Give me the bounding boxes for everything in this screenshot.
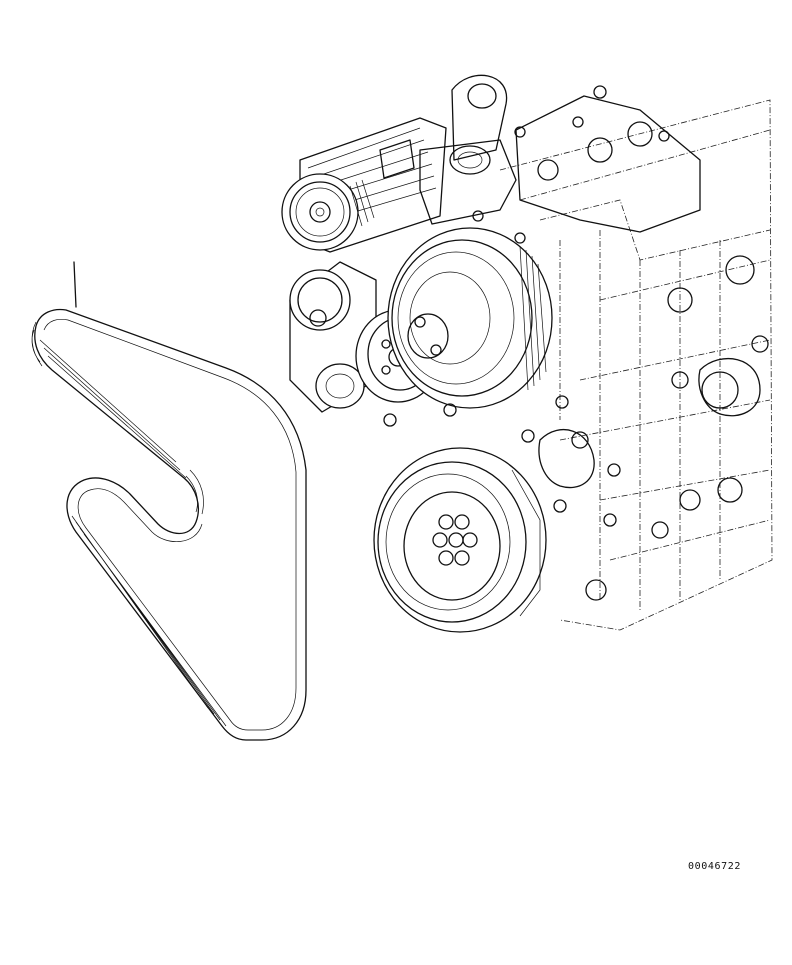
belt-tensioner[interactable] — [289, 261, 377, 413]
fan-drive-pulley[interactable] — [387, 227, 553, 409]
drawing-reference-number: 00046722 — [688, 861, 741, 872]
lifting-eye — [451, 74, 508, 161]
alternator[interactable] — [281, 117, 447, 253]
drive-belt[interactable] — [31, 308, 307, 741]
crankshaft-pulley[interactable] — [373, 447, 547, 633]
leader-line — [73, 261, 77, 308]
engine-block — [383, 85, 773, 631]
crank-bolts — [432, 514, 478, 566]
